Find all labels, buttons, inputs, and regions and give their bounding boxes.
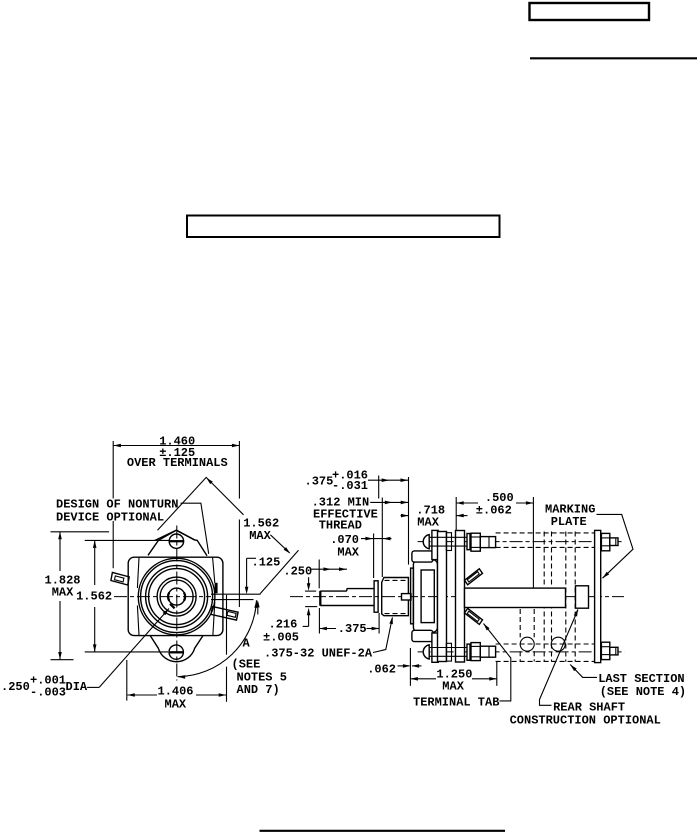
svg-text:1.828: 1.828 <box>45 574 81 588</box>
svg-text:MAX: MAX <box>417 515 439 529</box>
svg-text:1.562: 1.562 <box>243 516 279 530</box>
svg-text:DIA: DIA <box>66 680 88 694</box>
svg-text:±.125: ±.125 <box>159 446 195 460</box>
svg-text:±.062: ±.062 <box>476 504 512 518</box>
svg-text:1.460: 1.460 <box>159 434 195 448</box>
svg-text:MAX: MAX <box>165 698 187 712</box>
svg-text:NOTES 5: NOTES 5 <box>237 670 287 684</box>
svg-text:MARKING: MARKING <box>545 503 595 517</box>
svg-text:.250: .250 <box>1 680 30 694</box>
svg-text:.375-32 UNEF-2A: .375-32 UNEF-2A <box>264 647 373 661</box>
svg-text:CONSTRUCTION OPTIONAL: CONSTRUCTION OPTIONAL <box>510 714 661 728</box>
svg-text:THREAD: THREAD <box>319 518 362 532</box>
svg-text:(SEE: (SEE <box>232 657 261 671</box>
svg-text:.375: .375 <box>338 622 367 636</box>
svg-text:DEVICE OPTIONAL: DEVICE OPTIONAL <box>56 510 164 524</box>
svg-text:MAX: MAX <box>337 546 359 560</box>
svg-text:MAX: MAX <box>442 679 464 693</box>
svg-text:.312 MIN: .312 MIN <box>312 495 370 509</box>
svg-text:-.003: -.003 <box>30 686 66 700</box>
svg-text:MAX: MAX <box>52 585 74 599</box>
svg-text:A: A <box>243 636 251 650</box>
svg-text:(SEE NOTE 4): (SEE NOTE 4) <box>600 685 686 699</box>
svg-text:.250: .250 <box>283 565 312 579</box>
svg-text:.375: .375 <box>305 475 334 489</box>
svg-text:.062: .062 <box>367 662 396 676</box>
svg-text:1.562: 1.562 <box>76 589 112 603</box>
svg-text:1.250: 1.250 <box>436 668 472 682</box>
svg-text:1.406: 1.406 <box>158 685 194 699</box>
svg-text:.216: .216 <box>269 618 298 632</box>
svg-text:+.001: +.001 <box>30 674 66 688</box>
svg-text:±.005: ±.005 <box>263 631 299 645</box>
svg-text:+.016: +.016 <box>332 468 368 482</box>
svg-text:AND 7): AND 7) <box>237 683 280 697</box>
svg-text:.070: .070 <box>330 533 359 547</box>
svg-text:EFFECTIVE: EFFECTIVE <box>313 507 378 521</box>
svg-text:TERMINAL TAB: TERMINAL TAB <box>413 695 499 709</box>
svg-text:LAST SECTION: LAST SECTION <box>598 672 684 686</box>
svg-text:DESIGN OF NONTURN: DESIGN OF NONTURN <box>56 498 178 512</box>
svg-text:OVER TERMINALS: OVER TERMINALS <box>127 456 228 470</box>
svg-text:.125: .125 <box>252 556 281 570</box>
svg-text:.500: .500 <box>485 491 514 505</box>
svg-text:PLATE: PLATE <box>551 515 587 529</box>
svg-text:MAX: MAX <box>249 529 271 543</box>
svg-text:-.031: -.031 <box>332 479 368 493</box>
svg-text:.718: .718 <box>416 503 445 517</box>
svg-text:REAR SHAFT: REAR SHAFT <box>553 700 625 714</box>
